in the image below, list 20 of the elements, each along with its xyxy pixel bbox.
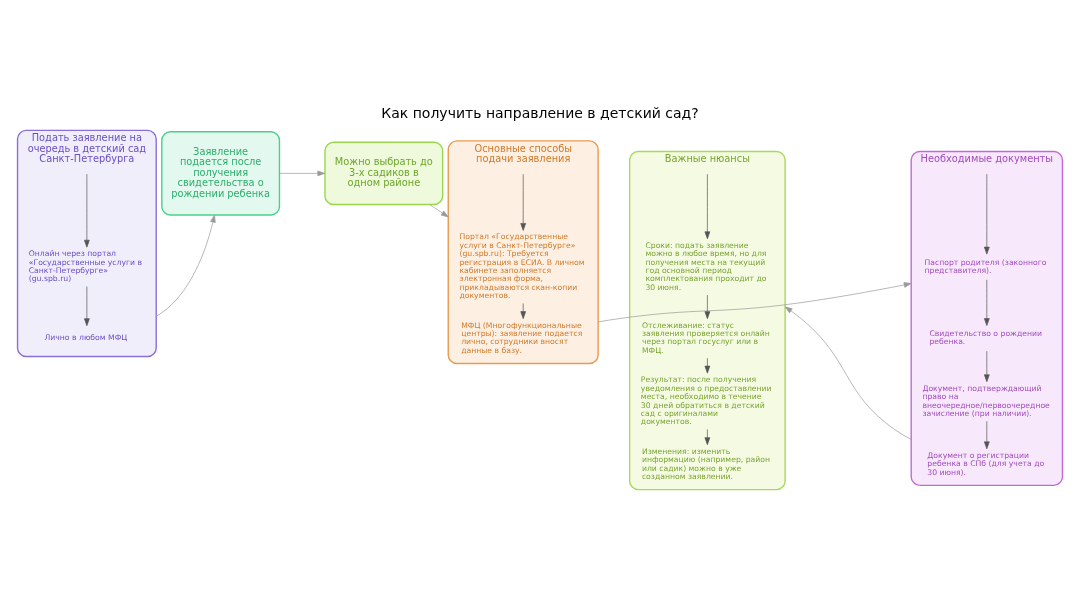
arrow	[704, 294, 711, 319]
arrow	[704, 429, 711, 446]
node-box: Можно выбрать до 3-х садиков в одном районе	[324, 141, 444, 206]
arrow	[520, 303, 526, 319]
arrow	[84, 286, 90, 327]
arrow	[984, 279, 990, 326]
diagram-title: Как получить направление в детский сад?	[381, 104, 699, 121]
node-box: Заявление подается после получения свидетельства о рождении ребенка	[161, 131, 281, 216]
arrow	[784, 306, 912, 440]
arrow	[984, 420, 990, 450]
arrow	[429, 204, 449, 218]
arrow	[279, 170, 326, 177]
arrow	[984, 350, 990, 383]
arrow	[704, 357, 711, 374]
arrow	[597, 282, 912, 323]
arrow	[984, 173, 990, 255]
arrow	[155, 214, 216, 317]
arrow	[520, 173, 526, 231]
arrow	[84, 173, 90, 248]
arrow	[704, 173, 711, 240]
